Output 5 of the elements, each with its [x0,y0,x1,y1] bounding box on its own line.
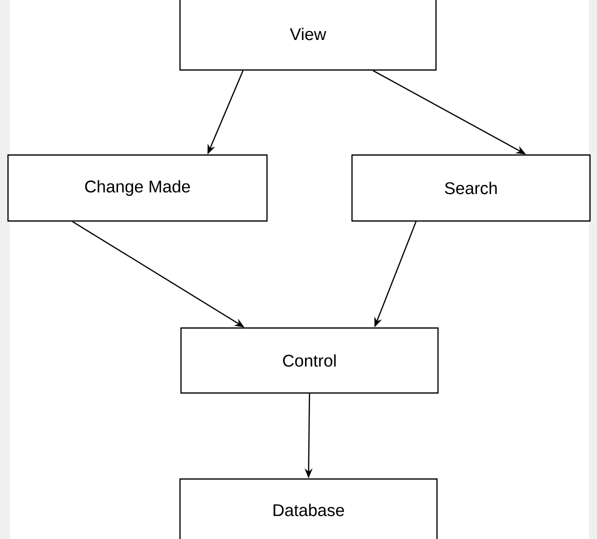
process-box: View [179,0,437,71]
process-box: Database [179,478,438,539]
process-box: Change Made [7,154,268,222]
process-box: Search [351,154,591,222]
process-box: Control [180,327,439,394]
